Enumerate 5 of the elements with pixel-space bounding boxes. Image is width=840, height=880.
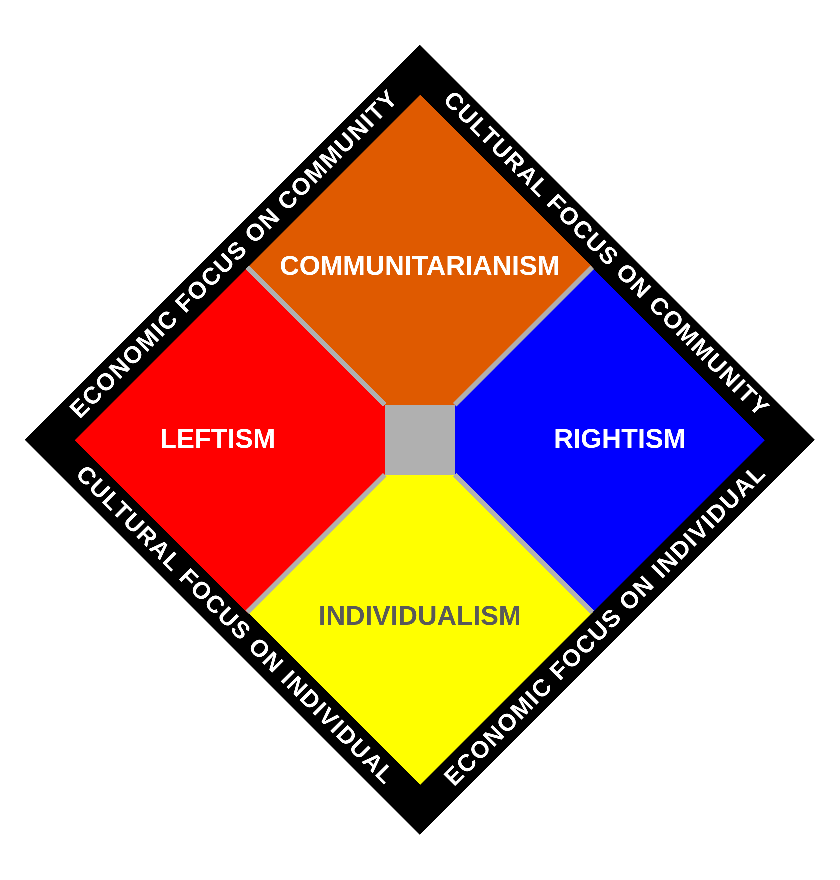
region-label: RIGHTISM	[554, 425, 686, 455]
region-label: INDIVIDUALISM	[318, 602, 522, 632]
center-square	[385, 405, 455, 475]
diamond-frame	[25, 45, 815, 835]
region-label: LEFTISM	[160, 425, 276, 455]
